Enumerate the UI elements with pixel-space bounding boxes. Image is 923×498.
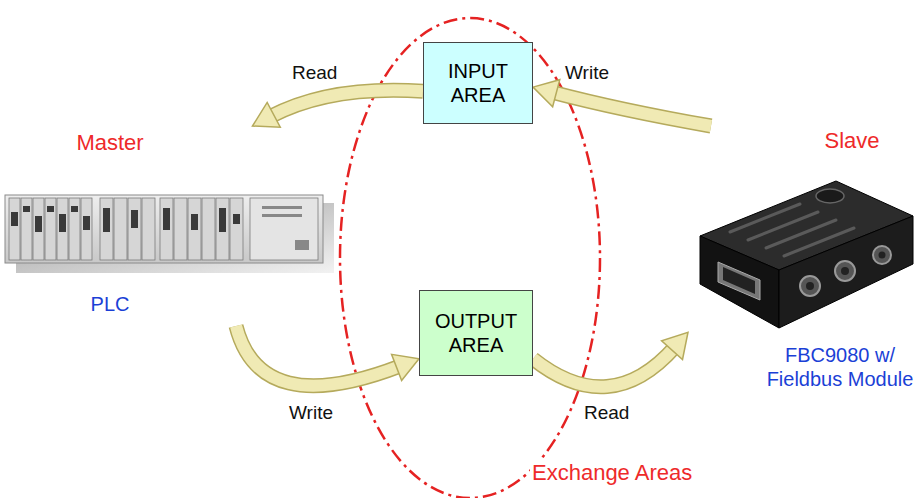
device-label: FBC9080 w/ Fieldbus Module — [762, 343, 918, 391]
input-area-box: INPUT AREA — [423, 42, 533, 124]
arrow-body — [552, 92, 711, 126]
plc-node: MasterPLC — [5, 126, 335, 326]
flow-label: Write — [287, 402, 335, 425]
slave-node: SlaveFBC9080 w/ Fieldbus Module — [688, 126, 918, 401]
arrow-heads — [533, 80, 560, 107]
fieldbus-device — [700, 181, 913, 328]
arrow-body — [270, 90, 423, 116]
flow-arrow — [533, 80, 711, 126]
output-area-box: OUTPUT AREA — [419, 290, 533, 376]
role-label: Master — [60, 130, 160, 156]
device-label: PLC — [60, 292, 160, 316]
area-text: OUTPUT AREA — [420, 309, 532, 357]
arrow-head — [253, 102, 281, 127]
flow-arrow — [533, 332, 688, 387]
arrow-head — [533, 80, 560, 107]
arrow-heads — [253, 102, 281, 127]
arrow-outline — [552, 92, 711, 126]
arrow-outline — [533, 347, 675, 387]
arrow-body — [533, 347, 675, 387]
flow-arrow — [236, 326, 419, 386]
arrow-heads — [662, 332, 688, 359]
flow-label: Read — [290, 62, 339, 85]
area-label: Exchange Areas — [530, 460, 694, 486]
arrow-head — [392, 354, 419, 380]
arrow-heads — [392, 354, 419, 380]
flow-label: Read — [582, 402, 631, 425]
arrow-outline — [270, 90, 423, 116]
area-text: INPUT AREA — [424, 59, 532, 107]
arrow-outline — [236, 326, 400, 386]
plc-rack — [5, 195, 334, 273]
flow-label: Write — [563, 62, 611, 85]
arrow-head — [662, 332, 688, 359]
role-label: Slave — [812, 128, 892, 154]
arrow-body — [236, 326, 400, 386]
flow-arrow — [253, 90, 424, 127]
